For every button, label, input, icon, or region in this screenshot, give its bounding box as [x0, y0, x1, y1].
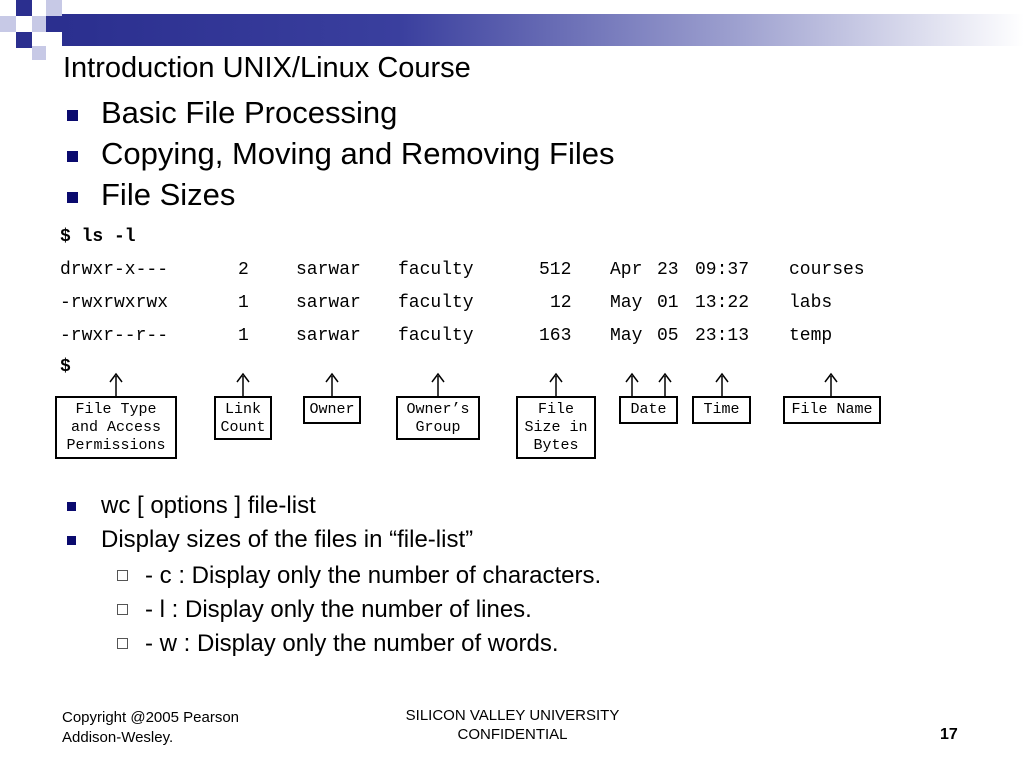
slide-title: Introduction UNIX/Linux Course	[63, 52, 471, 84]
header-gradient-bar	[62, 14, 1024, 46]
group-cell: faculty	[398, 293, 474, 313]
up-arrow-icon	[109, 372, 123, 396]
hollow-square-bullet-icon	[117, 604, 128, 615]
wc-bullet: wc [ options ] file-list	[63, 490, 473, 524]
wc-bullet: Display sizes of the files in “file-list…	[63, 524, 473, 558]
links-cell: 2	[238, 260, 249, 280]
group-cell: faculty	[398, 260, 474, 280]
label-date: Date	[619, 396, 678, 424]
wc-option-item: - c : Display only the number of charact…	[115, 560, 601, 594]
up-arrow-icon	[625, 372, 639, 396]
slide-number: 17	[940, 726, 958, 743]
month-cell: May	[610, 326, 643, 346]
owner-cell: sarwar	[296, 293, 361, 313]
decor-square	[16, 0, 32, 16]
wc-option-item: - l : Display only the number of lines.	[115, 594, 601, 628]
perm-cell: -rwxr--r--	[60, 326, 169, 346]
up-arrow-icon	[549, 372, 563, 396]
day-cell: 01	[657, 293, 679, 313]
decor-square	[46, 0, 62, 16]
up-arrow-icon	[824, 372, 838, 396]
perm-cell: drwxr-x---	[60, 260, 169, 280]
footer-copyright: Copyright @2005 Pearson Addison-Wesley.	[62, 709, 239, 746]
name-cell: courses	[789, 260, 865, 280]
up-arrow-icon	[658, 372, 672, 396]
footer-center-text: SILICON VALLEY UNIVERSITY CONFIDENTIAL	[405, 707, 620, 743]
hollow-square-bullet-icon	[117, 570, 128, 581]
day-cell: 05	[657, 326, 679, 346]
owner-cell: sarwar	[296, 326, 361, 346]
topic-bullet: File Sizes	[63, 176, 614, 217]
square-bullet-icon	[67, 110, 78, 121]
ls-command: $ ls -l	[60, 227, 136, 247]
month-cell: May	[610, 293, 643, 313]
decor-square	[32, 16, 46, 32]
decor-square	[46, 16, 62, 32]
end-prompt: $	[60, 357, 71, 377]
label-owner: Owner	[303, 396, 361, 424]
label-owners-group: Owner’s Group	[396, 396, 480, 440]
decor-square	[0, 16, 16, 32]
up-arrow-icon	[325, 372, 339, 396]
hollow-square-bullet-icon	[117, 638, 128, 649]
square-bullet-icon	[67, 536, 76, 545]
size-cell: 12	[550, 293, 572, 313]
wc-option-item: - w : Display only the number of words.	[115, 628, 601, 662]
square-bullet-icon	[67, 502, 76, 511]
time-cell: 09:37	[695, 260, 750, 280]
label-time: Time	[692, 396, 751, 424]
name-cell: labs	[789, 293, 833, 313]
size-cell: 163	[539, 326, 572, 346]
decor-square	[16, 32, 32, 48]
label-link-count: Link Count	[214, 396, 272, 440]
label-file-size: File Size in Bytes	[516, 396, 596, 459]
decor-square	[32, 46, 46, 60]
wc-bullet-list: wc [ options ] file-list Display sizes o…	[63, 490, 473, 558]
topic-bullet: Basic File Processing	[63, 94, 614, 135]
links-cell: 1	[238, 293, 249, 313]
time-cell: 13:22	[695, 293, 750, 313]
day-cell: 23	[657, 260, 679, 280]
size-cell: 512	[539, 260, 572, 280]
topic-bullet: Copying, Moving and Removing Files	[63, 135, 614, 176]
wc-option-list: - c : Display only the number of charact…	[115, 560, 601, 662]
square-bullet-icon	[67, 192, 78, 203]
label-file-name: File Name	[783, 396, 881, 424]
perm-cell: -rwxrwxrwx	[60, 293, 169, 313]
links-cell: 1	[238, 326, 249, 346]
group-cell: faculty	[398, 326, 474, 346]
time-cell: 23:13	[695, 326, 750, 346]
owner-cell: sarwar	[296, 260, 361, 280]
up-arrow-icon	[715, 372, 729, 396]
month-cell: Apr	[610, 260, 643, 280]
label-file-type-permissions: File Type and Access Permissions	[55, 396, 177, 459]
up-arrow-icon	[431, 372, 445, 396]
up-arrow-icon	[236, 372, 250, 396]
square-bullet-icon	[67, 151, 78, 162]
topic-bullet-list: Basic File Processing Copying, Moving an…	[63, 94, 614, 217]
name-cell: temp	[789, 326, 833, 346]
